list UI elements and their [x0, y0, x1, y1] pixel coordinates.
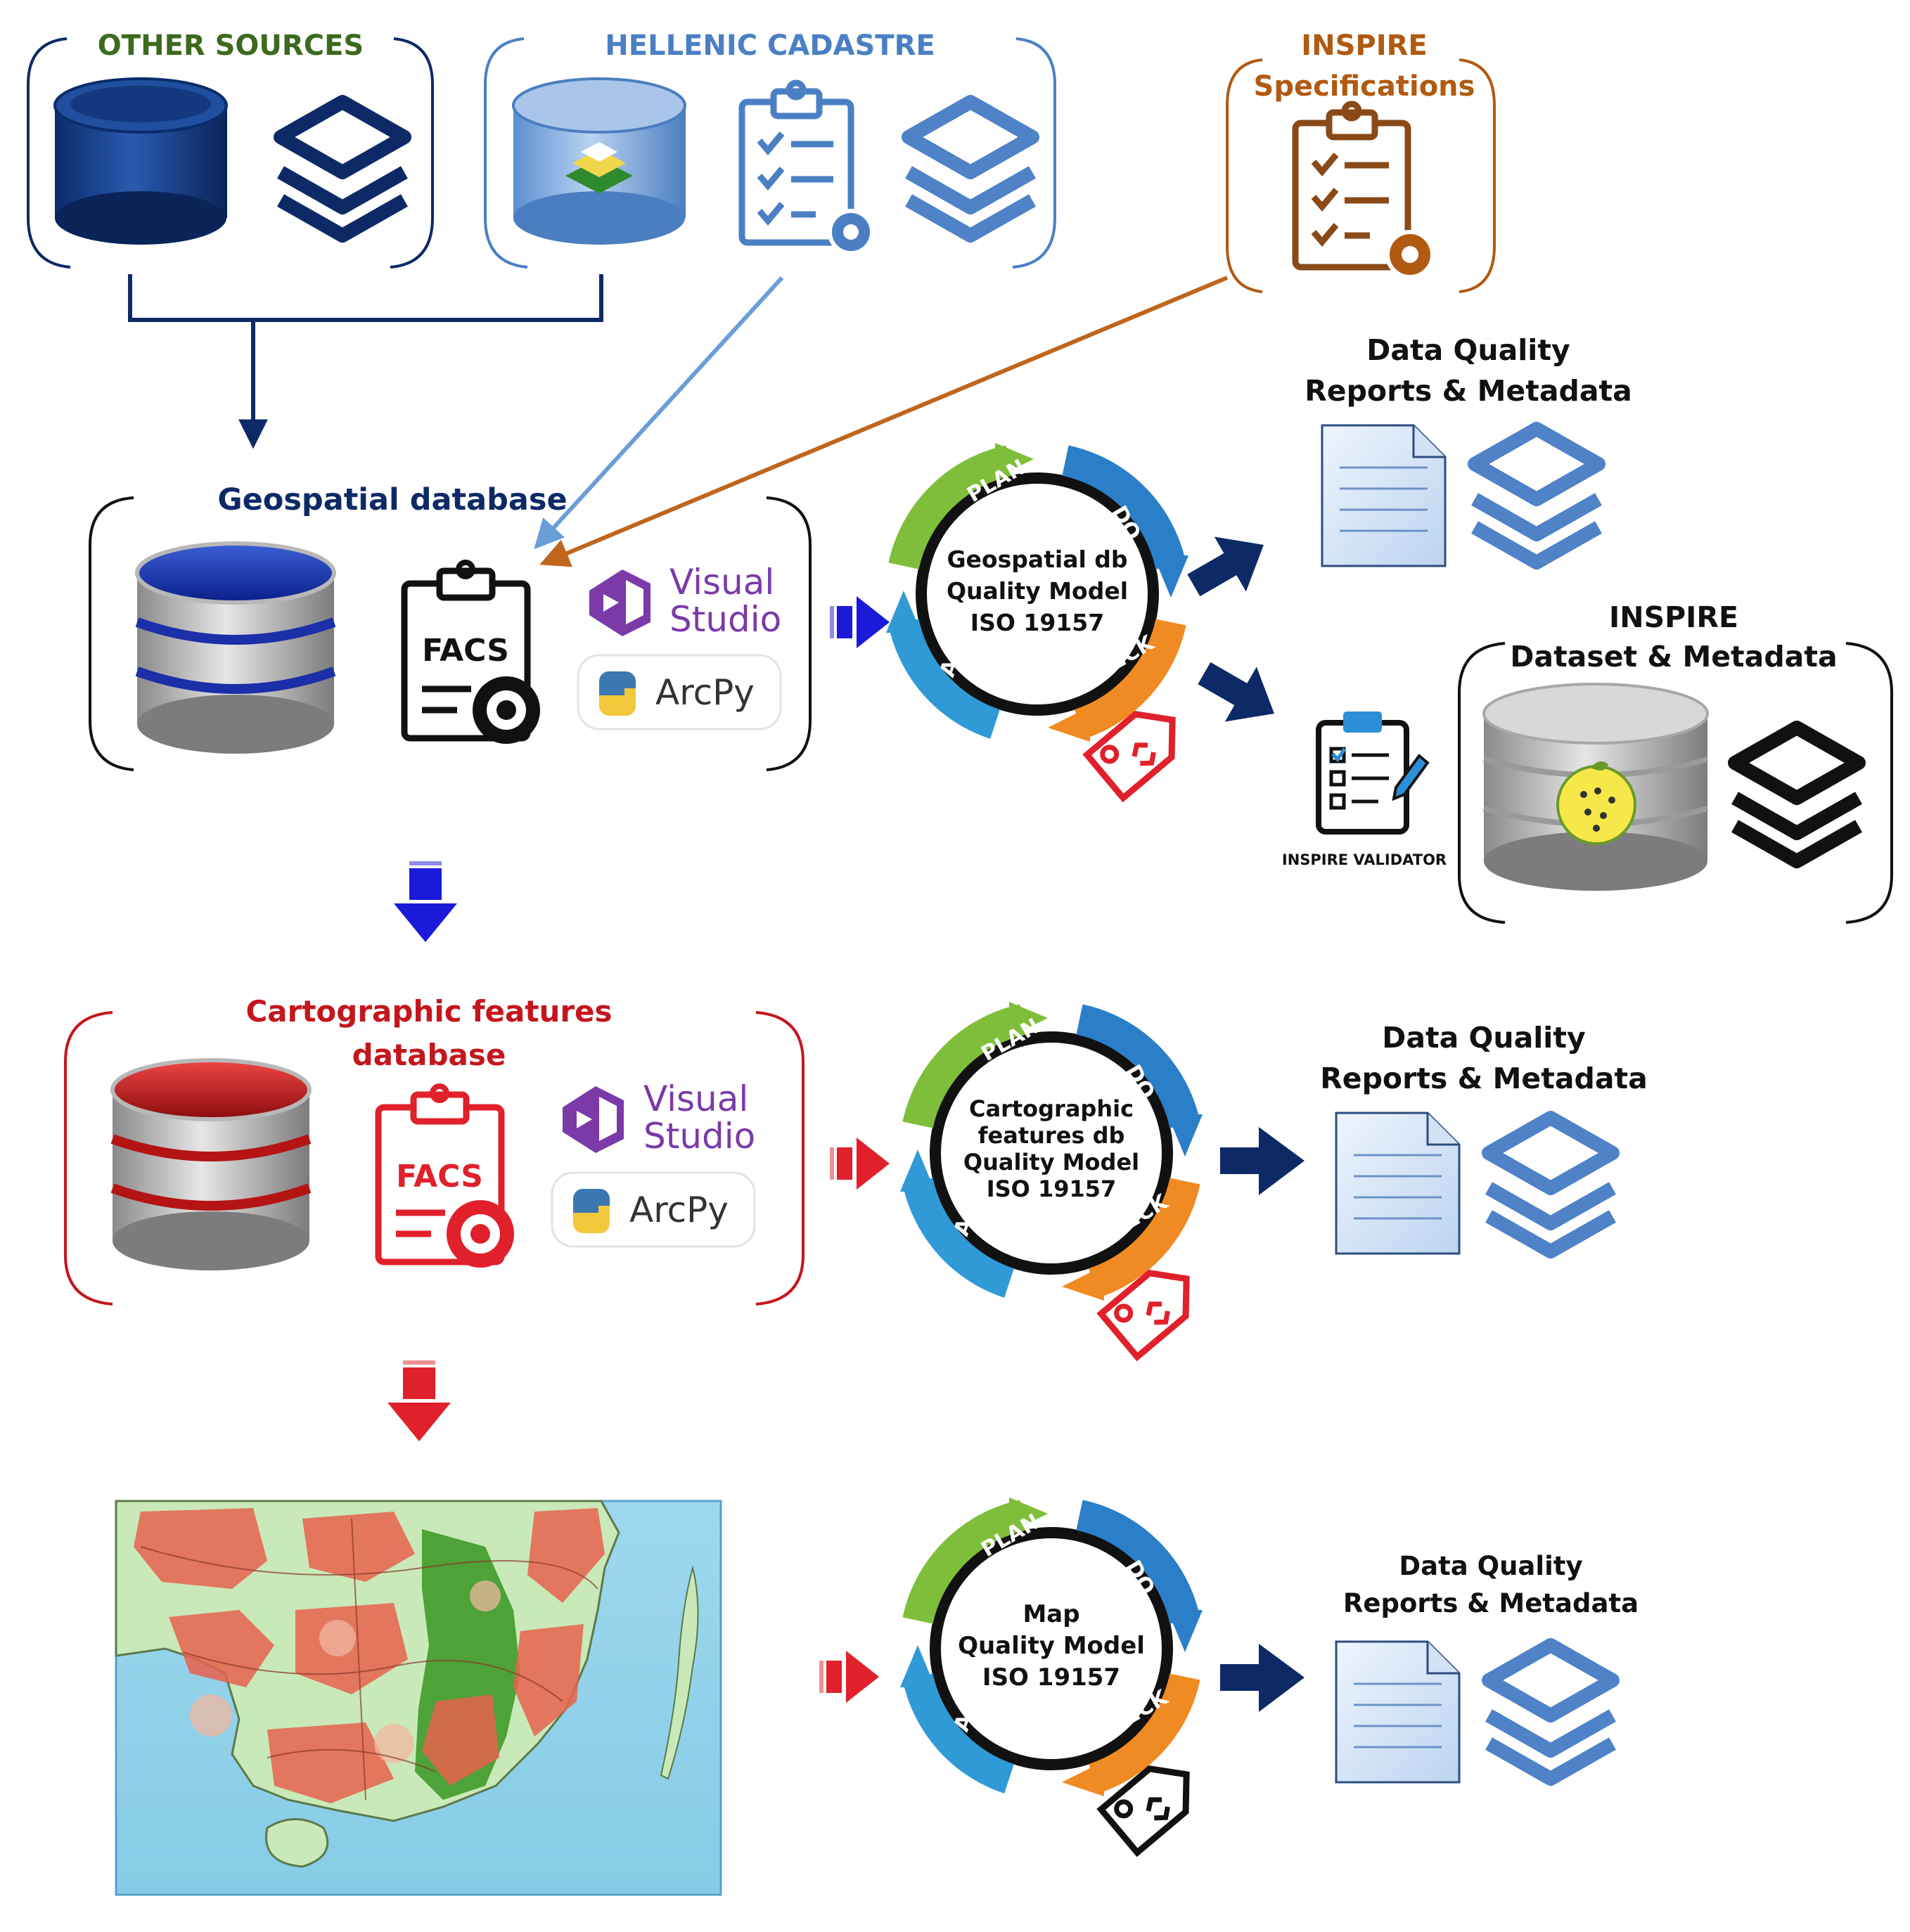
cartographic-title-l2: database	[352, 1038, 506, 1072]
data-quality-output-3: Data Quality Reports & Metadata	[1335, 1551, 1639, 1786]
dq-title-l2: Reports & Metadata	[1343, 1588, 1639, 1618]
qm-label-l1: Cartographic	[969, 1095, 1134, 1122]
arcpy-badge: ArcPy	[551, 1171, 756, 1248]
visual-studio-label-l1: Visual	[643, 1078, 748, 1119]
data-quality-output-2: Data Quality Reports & Metadata	[1320, 1021, 1648, 1258]
tag-icon	[1096, 1765, 1190, 1857]
facs-clipboard-icon: FACS	[401, 560, 540, 744]
tag-icon	[1096, 1269, 1190, 1362]
arcpy-label: ArcPy	[655, 672, 755, 713]
layers-icon	[1728, 721, 1866, 868]
layers-icon	[1482, 1638, 1620, 1786]
facs-clipboard-icon: FACS	[375, 1083, 514, 1268]
facs-label: FACS	[422, 633, 509, 669]
dq-title-l2: Reports & Metadata	[1320, 1062, 1648, 1095]
other-sources-title: OTHER SOURCES	[98, 30, 364, 62]
geospatial-quality-model-cycle: PLAN DO CHECK ACT Geospatial db Quality …	[886, 443, 1188, 803]
layers-icon	[274, 95, 411, 243]
dq-title-l1: Data Quality	[1382, 1021, 1585, 1055]
dq-title-l1: Data Quality	[1399, 1551, 1582, 1581]
specification-clipboard-icon	[738, 79, 874, 255]
inspire-dataset-title-l1: INSPIRE	[1609, 600, 1738, 634]
qm-label-l2: features db	[978, 1122, 1125, 1149]
pdca-act: ACT	[949, 1187, 989, 1239]
geospatial-database-group: Geospatial database FACS Visual Studio	[89, 482, 812, 771]
arrow-down-icon	[394, 861, 457, 942]
qm-label-l3: ISO 19157	[982, 1663, 1120, 1692]
map-quality-model-cycle: PLAN DO CHECK ACT Map Quality Model ISO …	[900, 1498, 1203, 1857]
cadastre-database-icon	[512, 77, 686, 245]
visual-studio-label-l1: Visual	[669, 562, 774, 603]
arrow-right-icon	[819, 1651, 879, 1703]
arrow-right-icon	[830, 1138, 890, 1190]
arrow-right-icon	[1220, 1644, 1305, 1712]
cartographic-database-group: Cartographic features database FACS Visu…	[64, 994, 805, 1306]
visual-studio-label-l2: Studio	[643, 1116, 755, 1157]
inspire-dataset-group: INSPIRE Dataset & Metadata	[1458, 600, 1893, 924]
hellenic-cadastre-title: HELLENIC CADASTRE	[605, 30, 935, 62]
other-sources-group: OTHER SOURCES	[27, 30, 434, 269]
inspire-specifications-title: Specifications	[1254, 70, 1475, 103]
document-icon	[1335, 1112, 1461, 1255]
cartographic-title-l1: Cartographic features	[245, 994, 612, 1029]
arrow-down-icon	[387, 1360, 451, 1441]
hellenic-cadastre-group: HELLENIC CADASTRE	[484, 30, 1056, 269]
qm-label-l1: Geospatial db	[947, 546, 1127, 573]
layers-icon	[1482, 1111, 1620, 1258]
qm-label-l2: Quality Model	[958, 1632, 1145, 1660]
database-icon	[135, 541, 336, 754]
geospatial-database-title: Geospatial database	[217, 482, 567, 517]
arrow-right-icon	[1220, 1127, 1305, 1195]
visual-studio-label-l2: Studio	[669, 599, 781, 640]
inspire-specifications-group: INSPIRE Specifications	[1226, 30, 1496, 293]
document-icon	[1335, 1640, 1461, 1784]
data-quality-output-1: Data Quality Reports & Metadata	[1305, 333, 1632, 569]
database-icon	[53, 77, 228, 245]
inspire-globe-icon	[1556, 761, 1636, 845]
inspire-clipboard-icon	[1292, 101, 1435, 279]
qm-label-l2: Quality Model	[947, 577, 1128, 605]
source-connectors	[128, 274, 1229, 567]
arrow-right-icon	[830, 596, 890, 648]
visual-studio-logo: Visual Studio	[589, 562, 781, 640]
arrow-down-right-icon	[1198, 662, 1274, 722]
facs-label: FACS	[396, 1159, 483, 1194]
arcpy-badge: ArcPy	[577, 654, 782, 730]
arrow-up-right-icon	[1187, 536, 1264, 597]
inspire-title: INSPIRE	[1301, 30, 1428, 62]
dq-title-l1: Data Quality	[1366, 333, 1570, 367]
inspire-dataset-title-l2: Dataset & Metadata	[1510, 640, 1837, 674]
cartographic-quality-model-cycle: PLAN DO CHECK ACT Cartographic features …	[900, 1002, 1203, 1362]
flow-arrows	[387, 536, 1305, 1712]
layers-icon	[902, 95, 1039, 243]
arcpy-label: ArcPy	[629, 1190, 729, 1230]
tag-icon	[1082, 710, 1176, 803]
qm-label-l3: Quality Model	[963, 1149, 1139, 1176]
document-icon	[1321, 424, 1447, 567]
qm-label-l1: Map	[1023, 1600, 1079, 1628]
qm-label-l4: ISO 19157	[987, 1176, 1117, 1202]
visual-studio-logo: Visual Studio	[563, 1078, 755, 1157]
map-thumbnail	[115, 1500, 722, 1896]
qm-label-l3: ISO 19157	[970, 609, 1104, 636]
inspire-validator-label: INSPIRE VALIDATOR	[1282, 851, 1447, 868]
layers-icon	[1468, 422, 1605, 569]
database-icon	[110, 1058, 312, 1270]
dq-title-l2: Reports & Metadata	[1305, 374, 1632, 408]
pdca-act: ACT	[935, 629, 975, 681]
inspire-validator: INSPIRE VALIDATOR	[1282, 711, 1447, 868]
database-icon	[1482, 683, 1709, 891]
